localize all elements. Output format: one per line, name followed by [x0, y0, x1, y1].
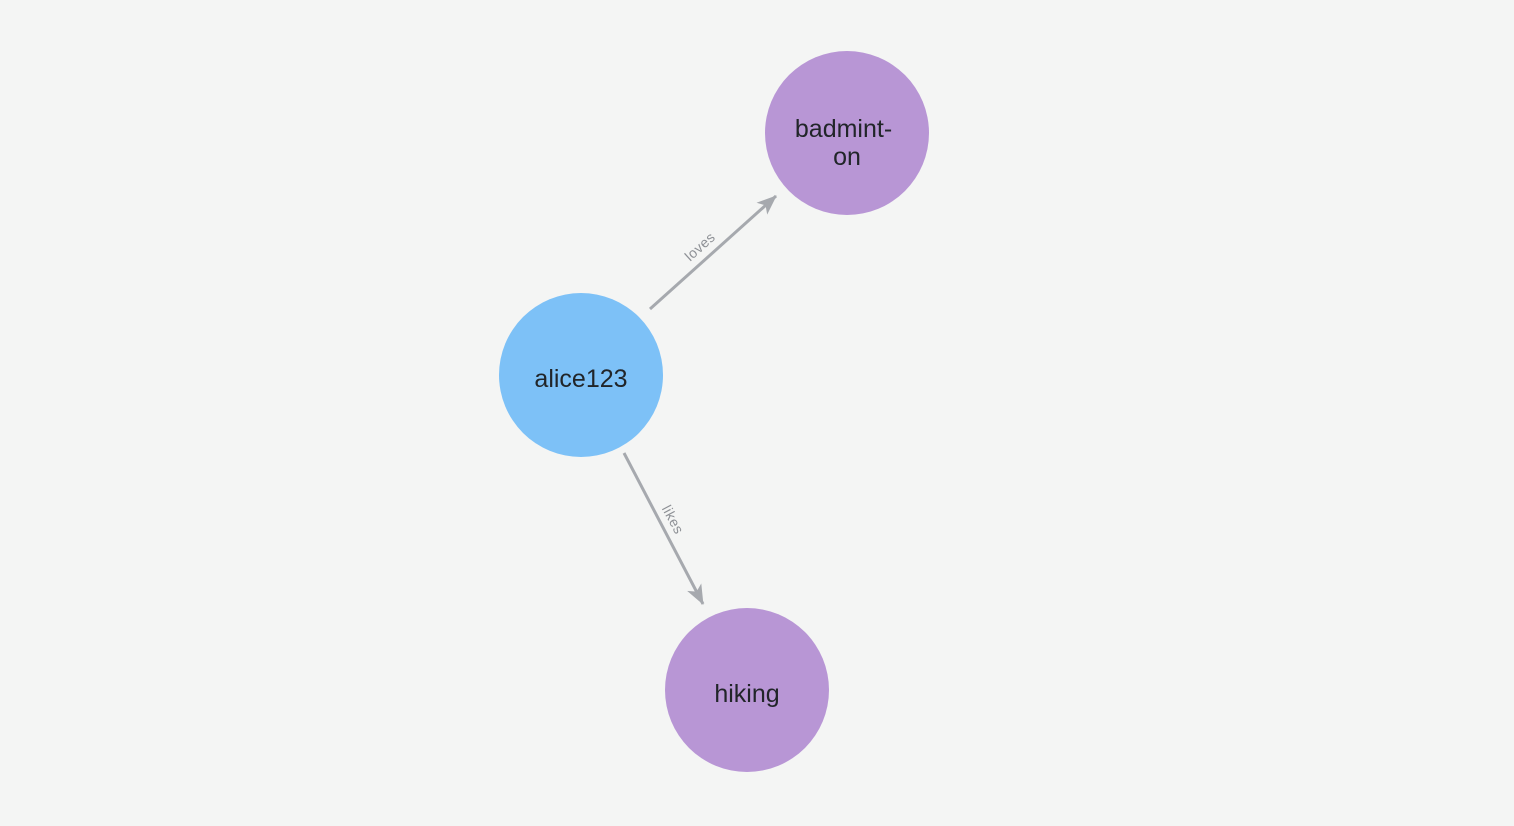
node-badminton: badmint- on: [765, 51, 929, 215]
edge-loves: loves: [648, 194, 778, 311]
node-circle-alice123[interactable]: [499, 293, 663, 457]
node-circle-hiking[interactable]: [665, 608, 829, 772]
edge-line-likes[interactable]: [622, 452, 705, 605]
edge-label-likes: likes: [659, 502, 687, 536]
edge-label-loves: loves: [681, 229, 718, 264]
node-alice123: alice123: [499, 293, 663, 457]
node-circle-badminton[interactable]: [765, 51, 929, 215]
edge-likes: likes: [622, 452, 705, 605]
node-hiking: hiking: [665, 608, 829, 772]
edge-line-loves[interactable]: [648, 194, 778, 311]
